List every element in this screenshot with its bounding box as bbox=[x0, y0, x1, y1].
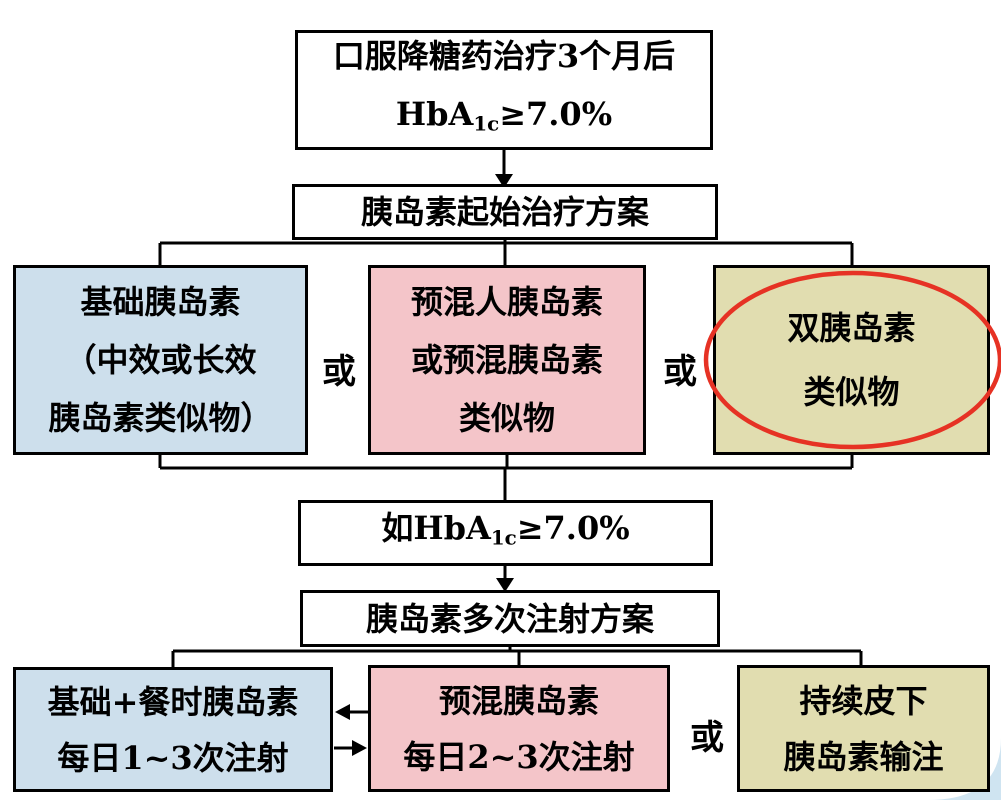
oral-drug-line1: 口服降糖药治疗3个月后 bbox=[332, 37, 676, 76]
hba1c-check-line: 如HbA1c≥7.0% bbox=[381, 499, 629, 567]
dual-insulin-analog-box: 双胰岛素 类似物 bbox=[713, 265, 990, 455]
basal-bolus-box: 基础+餐时胰岛素 每日1~3次注射 bbox=[13, 667, 333, 792]
csii-box: 持续皮下 胰岛素输注 bbox=[737, 665, 990, 792]
hba1c-threshold: ≥7.0% bbox=[499, 95, 613, 134]
basal-bolus-line2: 每日1~3次注射 bbox=[57, 738, 289, 777]
right-arrow-head bbox=[352, 740, 367, 756]
hba1c-check-subscript: 1c bbox=[490, 525, 517, 550]
hba1c-check-prefix: 如HbA bbox=[381, 509, 491, 548]
hba1c-prefix: HbA bbox=[395, 95, 474, 134]
oral-drug-box: 口服降糖药治疗3个月后 HbA1c≥7.0% bbox=[295, 30, 713, 150]
premixed-human-insulin-box: 预混人胰岛素 或预混胰岛素 类似物 bbox=[368, 265, 646, 455]
basal-line3: 胰岛素类似物） bbox=[48, 399, 273, 437]
left-arrow-head bbox=[335, 704, 350, 720]
hba1c-line: HbA1c≥7.0% bbox=[396, 85, 612, 153]
or-label-3: 或 bbox=[690, 718, 724, 758]
basal-line2: （中效或长效 bbox=[64, 341, 257, 379]
or-label-2: 或 bbox=[663, 352, 697, 392]
premixed-line1: 预混胰岛素 bbox=[438, 681, 599, 720]
insulin-initiation-box: 胰岛素起始治疗方案 bbox=[292, 184, 718, 240]
csii-line2: 胰岛素输注 bbox=[783, 737, 944, 776]
premixed-insulin-box: 预混胰岛素 每日2~3次注射 bbox=[368, 665, 670, 792]
basal-line1: 基础胰岛素 bbox=[80, 283, 241, 321]
basal-bolus-line1: 基础+餐时胰岛素 bbox=[47, 682, 299, 721]
or-label-1: 或 bbox=[322, 352, 356, 392]
dual-line2: 类似物 bbox=[803, 373, 900, 411]
multiple-injection-label: 胰岛素多次注射方案 bbox=[365, 599, 654, 638]
row1-convergence-connector bbox=[158, 455, 854, 501]
premix-human-line2: 或预混胰岛素 bbox=[410, 341, 603, 379]
row1-fanout-connector bbox=[158, 240, 854, 266]
premix-human-line3: 类似物 bbox=[458, 399, 555, 437]
premix-human-line1: 预混人胰岛素 bbox=[410, 283, 603, 321]
hba1c-check-box: 如HbA1c≥7.0% bbox=[298, 500, 713, 566]
multiple-injection-box: 胰岛素多次注射方案 bbox=[300, 590, 720, 647]
csii-line1: 持续皮下 bbox=[799, 681, 928, 720]
basal-insulin-box: 基础胰岛素 （中效或长效 胰岛素类似物） bbox=[13, 265, 308, 455]
dual-line1: 双胰岛素 bbox=[787, 309, 916, 347]
hba1c-check-threshold: ≥7.0% bbox=[516, 509, 630, 548]
premixed-line2: 每日2~3次注射 bbox=[403, 737, 635, 776]
insulin-initiation-label: 胰岛素起始治疗方案 bbox=[360, 193, 649, 231]
hba1c-subscript: 1c bbox=[473, 111, 500, 136]
